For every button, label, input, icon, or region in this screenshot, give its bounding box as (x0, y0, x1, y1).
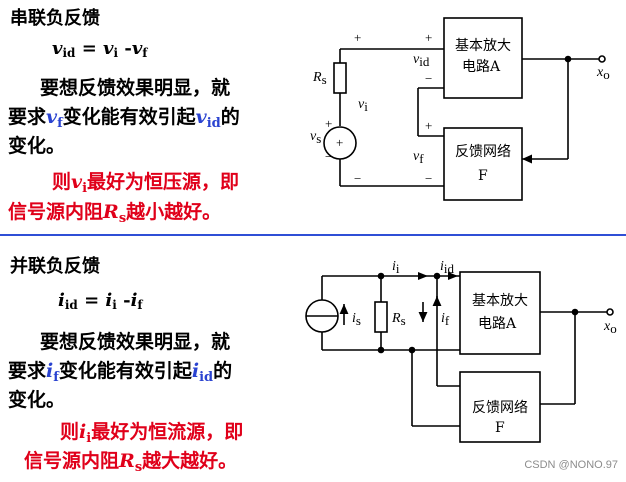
shunt-text-line2: 要求if变化能有效引起iid的 (8, 360, 233, 385)
series-text-line3: 变化。 (8, 135, 66, 157)
series-plus-top: + (354, 30, 361, 45)
series-text-line2: 要求vf变化能有效引起vid的 (8, 106, 240, 131)
shunt-ii-arrowhead (418, 272, 428, 280)
shunt-is-label: is (352, 311, 361, 328)
series-circuit (323, 17, 606, 201)
series-vf-label: vf (413, 149, 424, 166)
series-xo-label: xo (596, 65, 610, 82)
shunt-circuit-labels: ii iid is Rs if xo 基本放大 电路A 反馈网络 F (352, 259, 617, 436)
shunt-circuit (305, 271, 614, 443)
shunt-rs-label: Rs (391, 311, 406, 328)
shunt-node-ground (408, 346, 416, 354)
shunt-iid-arrowhead (448, 272, 458, 280)
series-vid-minus: − (425, 71, 432, 86)
shunt-feedback-title: 并联负反馈 (10, 256, 100, 277)
series-amplifier-box (443, 17, 523, 99)
series-vf-plus: + (425, 118, 432, 133)
series-conclusion-line1: 则vi最好为恒压源，即 (52, 171, 240, 196)
shunt-text-line1: 要想反馈效果明显，就 (40, 331, 231, 353)
watermark: CSDN @NONO.97 (524, 459, 618, 471)
series-vid-label: vid (413, 52, 430, 69)
shunt-iid-label: iid (440, 259, 455, 276)
shunt-fb-label-1: 反馈网络 (472, 400, 528, 416)
series-minus-bottom: − (354, 171, 361, 186)
shunt-node-rs-top (377, 272, 385, 280)
series-source-plus: + (336, 135, 343, 150)
shunt-amplifier-box (459, 271, 541, 355)
series-rs-resistor (333, 62, 347, 94)
series-feedback-formula: vid = vi -vf (52, 38, 148, 60)
shunt-amp-label-2: 电路A (478, 316, 517, 332)
series-text-line1: 要想反馈效果明显，就 (40, 77, 231, 99)
series-vi-label: vi (358, 97, 368, 114)
series-vs-plus: + (325, 116, 332, 131)
series-rs-label: Rs (312, 70, 327, 87)
series-circuit-labels: + − + − + − + − + Rs vs vi vid vf xo 基本放… (310, 30, 610, 186)
shunt-if-label: if (441, 311, 450, 328)
shunt-output-terminal (606, 308, 614, 316)
series-conclusion-line2: 信号源内阻Rs越小越好。 (8, 201, 222, 226)
shunt-fb-label-2: F (495, 420, 505, 436)
shunt-amp-label-1: 基本放大 (472, 292, 528, 309)
shunt-conclusion-line1: 则ii最好为恒流源，即 (60, 421, 244, 446)
shunt-feedback-formula: iid = ii -if (58, 290, 143, 312)
series-vf-minus: − (425, 171, 432, 186)
shunt-feedback-box (459, 371, 541, 443)
section-divider (0, 234, 626, 236)
series-fb-label-2: F (478, 168, 488, 184)
shunt-arrow-heads (418, 272, 458, 280)
series-amp-label-1: 基本放大 (455, 37, 511, 54)
shunt-conclusion-line2: 信号源内阻Rs越大越好。 (24, 450, 238, 475)
shunt-text-line3: 变化。 (8, 389, 66, 411)
shunt-node-fb-top (433, 272, 441, 280)
series-feedback-title: 串联负反馈 (10, 8, 100, 29)
series-amp-label-2: 电路A (462, 59, 501, 75)
series-feedback-box (443, 127, 523, 201)
series-output-terminal (598, 55, 606, 63)
series-fb-label-1: 反馈网络 (455, 144, 511, 160)
shunt-rs-resistor (374, 301, 388, 333)
shunt-ii-label: ii (392, 259, 400, 276)
series-vs-minus: − (325, 149, 332, 164)
shunt-node-rs-bottom (377, 346, 385, 354)
series-vid-plus: + (425, 30, 432, 45)
series-vs-label: vs (310, 129, 321, 146)
shunt-xo-label: xo (603, 319, 617, 336)
